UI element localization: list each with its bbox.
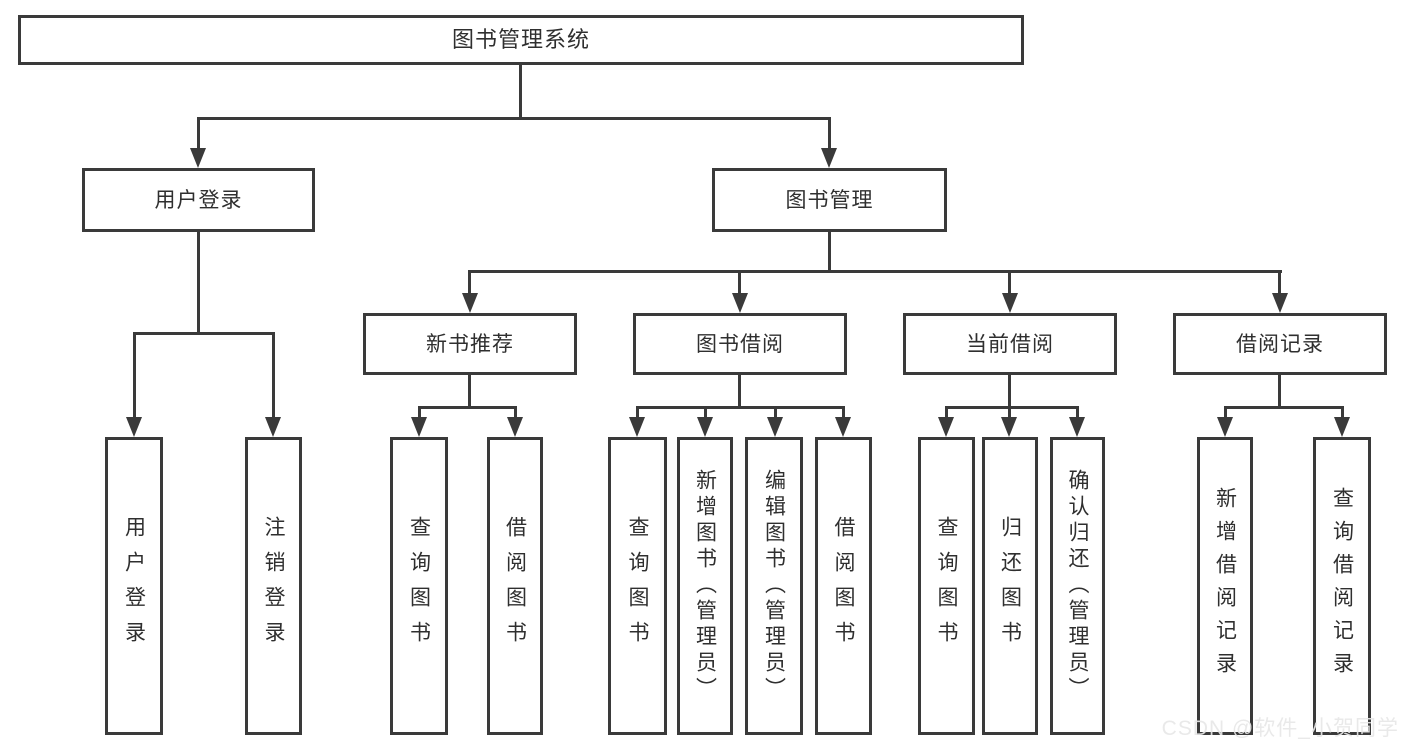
leaf-borrow-book-2: 借阅图书 [815, 437, 872, 735]
node-borrow-records-label: 借阅记录 [1236, 332, 1324, 356]
node-book-borrow-label: 图书借阅 [696, 332, 784, 356]
arrow-down-icon [1069, 417, 1085, 437]
leaf-borrow-book-2-label: 借阅图书 [832, 516, 855, 656]
leaf-query-book-1: 查询图书 [390, 437, 448, 735]
node-user-login: 用户登录 [82, 168, 315, 232]
arrow-down-icon [629, 417, 645, 437]
leaf-edit-book-admin-label: 编辑图书（管理员） [762, 469, 786, 703]
node-book-borrow: 图书借阅 [633, 313, 847, 375]
leaf-edit-book-admin: 编辑图书（管理员） [745, 437, 803, 735]
arrow-down-icon [835, 417, 851, 437]
edge-leaf-stem [1341, 406, 1344, 420]
leaf-logout-label: 注销登录 [262, 516, 285, 656]
arrow-down-icon [507, 417, 523, 437]
edge-logout-leaf-stem [272, 332, 275, 419]
edge-book-mgmt-hline [469, 270, 1282, 273]
arrow-down-icon [265, 417, 281, 437]
node-book-management: 图书管理 [712, 168, 947, 232]
edge-leaf-stem [418, 406, 421, 420]
arrow-down-icon [462, 293, 478, 313]
leaf-query-book-3: 查询图书 [918, 437, 975, 735]
arrow-down-icon [1002, 293, 1018, 313]
edge-new-book-stem [468, 270, 471, 295]
arrow-down-icon [126, 417, 142, 437]
edge-book-borrow-vline [738, 375, 741, 409]
edge-user-login-vline [197, 232, 200, 335]
arrow-down-icon [1217, 417, 1233, 437]
edge-book-mgmt-vline [828, 232, 831, 273]
edge-leaf-stem [1224, 406, 1227, 420]
edge-current-borrow-vline [1008, 375, 1011, 409]
edge-leaf-stem [842, 406, 845, 420]
arrow-down-icon [1272, 293, 1288, 313]
leaf-query-book-1-label: 查询图书 [407, 516, 431, 656]
edge-root-hline [197, 117, 831, 120]
leaf-add-borrow-record: 新增借阅记录 [1197, 437, 1253, 735]
leaf-query-book-2: 查询图书 [608, 437, 667, 735]
edge-new-book-hline [418, 406, 517, 409]
edge-root-vline [519, 63, 522, 118]
leaf-add-book-admin: 新增图书（管理员） [677, 437, 733, 735]
leaf-query-borrow-record-label: 查询借阅记录 [1330, 487, 1354, 685]
edge-login-leaf-stem [133, 332, 136, 419]
edge-borrow-records-stem [1278, 270, 1281, 295]
leaf-logout: 注销登录 [245, 437, 302, 735]
edge-leaf-stem [774, 406, 777, 420]
edge-book-borrow-stem [738, 270, 741, 295]
node-current-borrow: 当前借阅 [903, 313, 1117, 375]
leaf-return-book-label: 归还图书 [998, 516, 1022, 656]
edge-leaf-stem [1008, 406, 1011, 420]
edge-borrow-records-hline [1224, 406, 1344, 409]
arrow-down-icon [938, 417, 954, 437]
node-library-system-label: 图书管理系统 [451, 27, 590, 52]
leaf-query-borrow-record: 查询借阅记录 [1313, 437, 1371, 735]
leaf-borrow-book-1: 借阅图书 [487, 437, 543, 735]
node-new-book-recommend: 新书推荐 [363, 313, 577, 375]
arrow-down-icon [1334, 417, 1350, 437]
leaf-add-borrow-record-label: 新增借阅记录 [1213, 487, 1237, 685]
edge-leaf-stem [636, 406, 639, 420]
arrow-down-icon [1001, 417, 1017, 437]
arrow-down-icon [821, 148, 837, 168]
node-borrow-records: 借阅记录 [1173, 313, 1387, 375]
edge-current-borrow-stem [1008, 270, 1011, 295]
leaf-return-book: 归还图书 [982, 437, 1038, 735]
leaf-query-book-3-label: 查询图书 [935, 516, 958, 656]
leaf-add-book-admin-label: 新增图书（管理员） [693, 469, 717, 703]
leaf-confirm-return-admin-label: 确认归还（管理员） [1066, 469, 1089, 703]
edge-current-borrow-hline [945, 406, 1079, 409]
leaf-confirm-return-admin: 确认归还（管理员） [1050, 437, 1105, 735]
arrow-down-icon [411, 417, 427, 437]
node-book-management-label: 图书管理 [785, 188, 874, 212]
arrow-down-icon [190, 148, 206, 168]
arrow-down-icon [767, 417, 783, 437]
arrow-down-icon [732, 293, 748, 313]
edge-book-mgmt-stem [828, 117, 831, 150]
edge-user-login-stem [197, 117, 200, 150]
node-user-login-label: 用户登录 [154, 188, 243, 212]
csdn-watermark: CSDN @软件_小贺同学 [1161, 717, 1399, 740]
leaf-user-login-label: 用户登录 [122, 516, 146, 656]
node-library-system: 图书管理系统 [18, 15, 1024, 65]
edge-leaf-stem [945, 406, 948, 420]
leaf-query-book-2-label: 查询图书 [626, 516, 649, 656]
leaf-borrow-book-1-label: 借阅图书 [503, 516, 527, 656]
edge-leaf-stem [514, 406, 517, 420]
edge-leaf-stem [704, 406, 707, 420]
edge-user-login-hline [133, 332, 275, 335]
edge-leaf-stem [1076, 406, 1079, 420]
edge-new-book-vline [468, 375, 471, 409]
node-new-book-recommend-label: 新书推荐 [426, 332, 514, 356]
node-current-borrow-label: 当前借阅 [966, 332, 1054, 356]
arrow-down-icon [697, 417, 713, 437]
edge-book-borrow-hline [636, 406, 845, 409]
edge-borrow-records-vline [1278, 375, 1281, 409]
leaf-user-login: 用户登录 [105, 437, 163, 735]
